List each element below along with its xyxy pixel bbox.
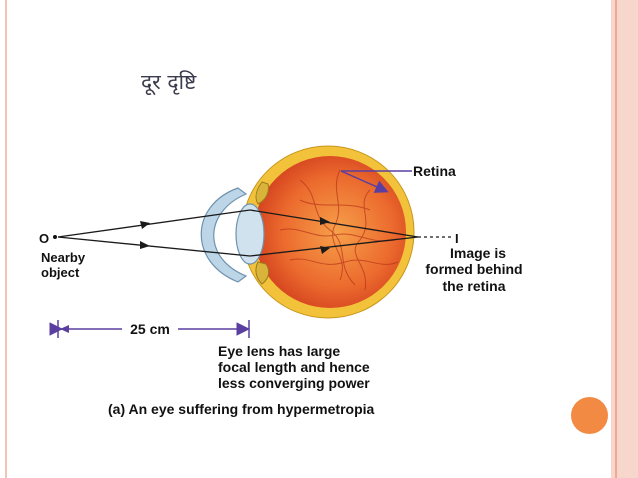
object-label-line2: object <box>41 265 80 280</box>
eyeball <box>254 156 406 308</box>
ray-arrowheads <box>140 217 330 254</box>
lens-note-line3: less converging power <box>218 375 370 391</box>
cornea <box>200 187 248 283</box>
object-marker-label: O <box>39 231 49 246</box>
distance-arrow-left <box>60 325 69 333</box>
object-point <box>53 235 57 239</box>
light-rays <box>57 209 419 257</box>
image-note-line2: formed behind <box>425 261 522 277</box>
lens-note-line2: focal length and hence <box>218 359 370 375</box>
object-label-line1: Nearby <box>41 250 86 265</box>
image-marker-label: I <box>455 231 459 246</box>
orange-circle-decoration <box>571 397 608 434</box>
right-band-line <box>615 0 617 478</box>
iris-top <box>255 181 269 205</box>
blood-vessels <box>279 169 399 291</box>
diagram-caption: (a) An eye suffering from hypermetropia <box>108 401 375 417</box>
iris-bottom <box>255 261 270 285</box>
retina-label: Retina <box>413 163 456 179</box>
distance-label: 25 cm <box>130 321 170 337</box>
eye-lens <box>235 203 265 265</box>
lens-note-line1: Eye lens has large <box>218 343 340 359</box>
distance-dimension <box>49 320 250 338</box>
left-border-line <box>5 0 7 478</box>
retina-pointer-arrow <box>340 170 389 193</box>
image-note-line3: the retina <box>442 278 505 294</box>
slide-title: दूर दृष्टि <box>141 70 197 94</box>
image-note-line1: Image is <box>450 245 506 261</box>
